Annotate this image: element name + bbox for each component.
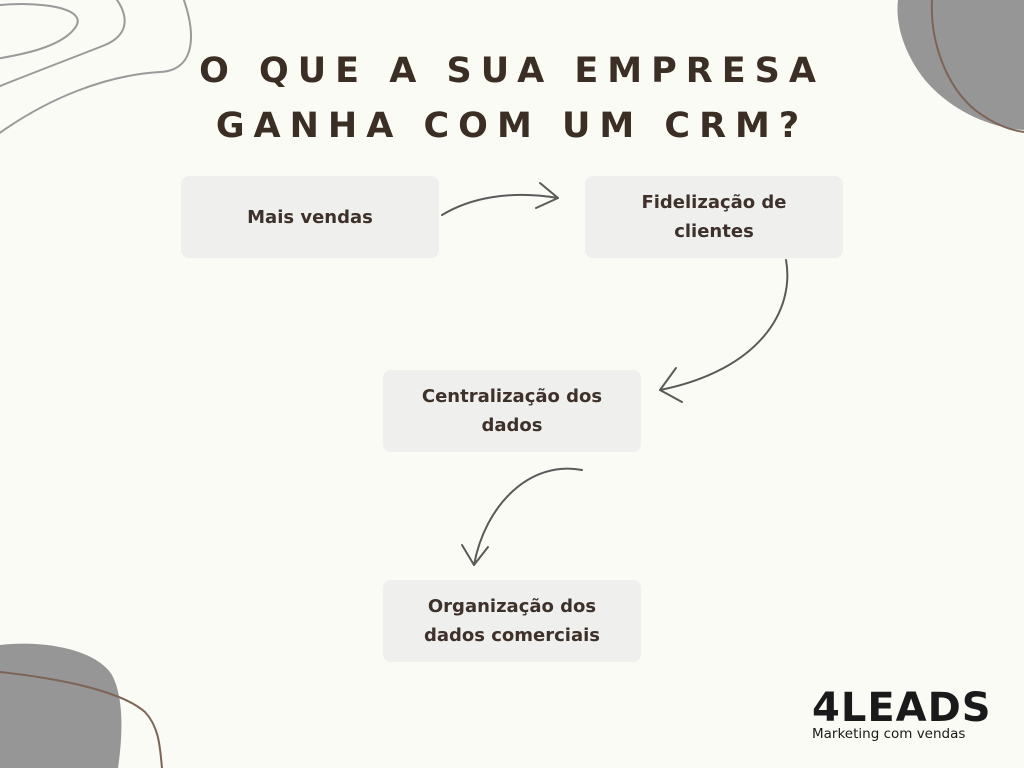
step-box-mais-vendas: Mais vendas: [181, 176, 439, 258]
step-label: Fidelização de clientes: [641, 192, 787, 242]
arrow-curve-down-icon: [461, 467, 583, 566]
line-bottom-left: [0, 671, 163, 768]
brand-logo: 4LEADS Marketing com vendas: [812, 688, 1002, 742]
arrow-right-icon: [441, 182, 559, 216]
contour-lines-top-left: [0, 0, 193, 135]
step-box-fidelizacao: Fidelização de clientes: [585, 176, 843, 258]
blob-top-right: [897, 0, 1024, 130]
line-top-right: [930, 0, 1024, 133]
step-label: Mais vendas: [247, 206, 373, 228]
title-line-2: GANHA COM UM CRM?: [215, 106, 809, 146]
step-label: Organização dos dados comerciais: [423, 596, 600, 646]
brand-tagline: Marketing com vendas: [812, 726, 966, 742]
blob-bottom-left: [0, 643, 122, 768]
step-box-centralizacao: Centralização dos dados: [383, 370, 641, 452]
title-line-1: O QUE A SUA EMPRESA: [199, 51, 825, 91]
arrow-curve-down-left-icon: [659, 259, 789, 403]
brand-logo-mark: 4LEADS: [812, 685, 992, 731]
step-label: Centralização dos dados: [421, 386, 603, 436]
page-title: O QUE A SUA EMPRESA GANHA COM UM CRM?: [0, 44, 1024, 154]
step-box-organizacao: Organização dos dados comerciais: [383, 580, 641, 662]
